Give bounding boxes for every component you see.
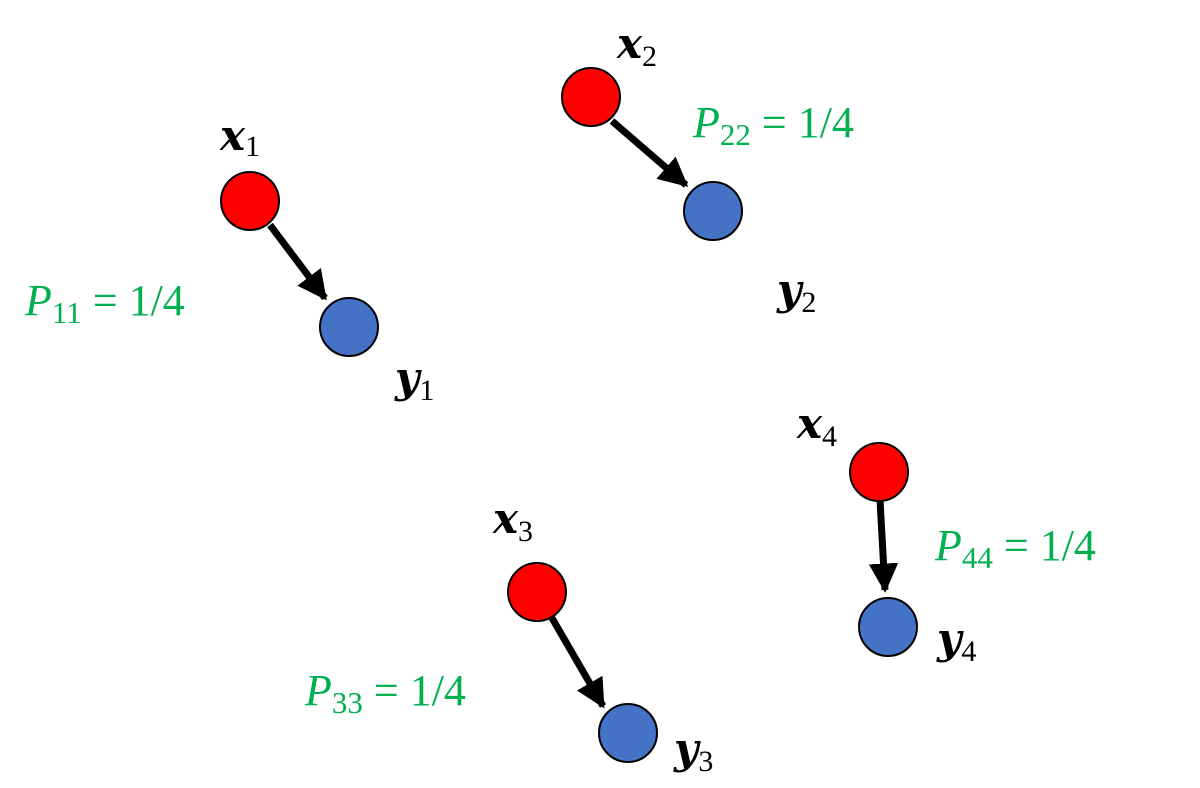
label-y4-symbol: y [936, 614, 964, 663]
label-y4: y4 [936, 614, 976, 668]
arrow-x1-y1 [267, 222, 328, 301]
probability-p44-value: = 1/4 [993, 521, 1096, 570]
probability-p44-subscript: 44 [962, 540, 994, 575]
label-y2-symbol: y [776, 265, 804, 314]
arrow-x4-y4 [868, 499, 899, 593]
probability-p11-subscript: 11 [52, 295, 82, 330]
source-node-x2 [561, 67, 621, 127]
label-x2-subscript: 2 [642, 40, 657, 73]
probability-p11: P11 = 1/4 [24, 276, 185, 330]
arrow-x2-y2 [609, 118, 689, 188]
target-node-y1 [319, 297, 379, 357]
label-x4-subscript: 4 [822, 420, 837, 453]
label-x4: x4 [796, 399, 837, 453]
label-x3-symbol: x [492, 494, 519, 543]
target-node-y2 [683, 181, 743, 241]
pair-3: x3 y3 P33 = 1/4 [304, 494, 713, 778]
label-y3-symbol: y [673, 724, 701, 773]
pair-1: x1 y1 P11 = 1/4 [24, 111, 434, 407]
label-x1-subscript: 1 [245, 130, 260, 163]
probability-p44: P44 = 1/4 [934, 521, 1096, 575]
label-y1: y1 [394, 353, 434, 407]
label-y2: y2 [776, 265, 816, 319]
label-x3: x3 [492, 494, 533, 548]
probability-p33-symbol: P [304, 666, 332, 715]
label-y4-subscript: 4 [961, 635, 976, 668]
probability-p11-symbol: P [24, 276, 52, 325]
label-x2: x2 [616, 19, 657, 73]
label-x2-symbol: x [616, 19, 643, 68]
label-x4-symbol: x [796, 399, 823, 448]
label-y1-subscript: 1 [419, 374, 434, 407]
probability-p33-subscript: 33 [332, 685, 363, 720]
source-node-x4 [849, 442, 909, 502]
target-node-y3 [598, 703, 658, 763]
label-y2-subscript: 2 [801, 286, 816, 319]
probability-p22: P22 = 1/4 [692, 98, 854, 152]
probability-p33-value: = 1/4 [363, 666, 466, 715]
probability-p33: P33 = 1/4 [304, 666, 466, 720]
label-x1-symbol: x [219, 111, 246, 160]
label-y3: y3 [673, 724, 713, 778]
probability-p44-symbol: P [934, 521, 962, 570]
label-x1: x1 [219, 111, 260, 163]
label-y1-symbol: y [394, 353, 422, 402]
probability-p22-subscript: 22 [720, 117, 751, 152]
label-y3-subscript: 3 [698, 745, 713, 778]
pair-4: x4 y4 P44 = 1/4 [796, 399, 1096, 668]
arrow-x3-y3 [548, 616, 607, 709]
probability-p11-value: = 1/4 [82, 276, 185, 325]
source-node-x3 [507, 562, 567, 622]
probability-p22-value: = 1/4 [751, 98, 854, 147]
target-node-y4 [858, 597, 918, 657]
probability-p22-symbol: P [692, 98, 720, 147]
pair-2: x2 y2 P22 = 1/4 [561, 19, 854, 319]
label-x3-subscript: 3 [518, 515, 533, 548]
source-node-x1 [220, 171, 280, 231]
